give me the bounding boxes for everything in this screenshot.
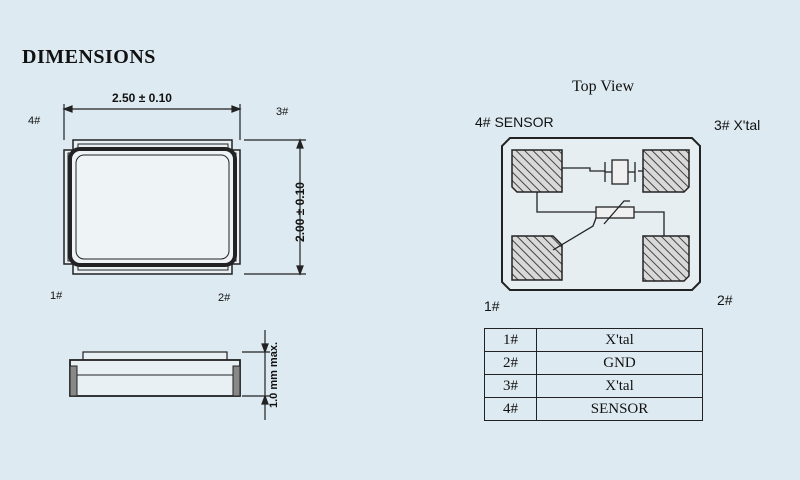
crystal-symbol xyxy=(604,159,636,185)
pin-table-row: 3#X'tal xyxy=(484,374,703,398)
internal-wiring xyxy=(536,167,665,251)
thermistor-symbol xyxy=(595,200,635,225)
pin-function-cell: X'tal xyxy=(536,374,703,398)
corner-label-1: 1# xyxy=(50,290,63,302)
top-view-pin-4-label: 4# SENSOR xyxy=(475,114,554,130)
corner-label-3: 3# xyxy=(276,106,289,118)
width-dimension xyxy=(62,104,242,140)
pin-function-cell: X'tal xyxy=(536,328,703,352)
package-outline xyxy=(63,139,241,275)
corner-label-2: 2# xyxy=(218,292,231,304)
pad-1 xyxy=(511,235,563,281)
pin-table-row: 1#X'tal xyxy=(484,328,703,352)
pin-number-cell: 1# xyxy=(484,328,537,352)
top-view-pin-1-label: 1# xyxy=(484,298,500,314)
corner-label-4: 4# xyxy=(28,115,41,127)
top-view-pin-2-label: 2# xyxy=(717,292,733,308)
pin-function-cell: GND xyxy=(536,351,703,375)
top-view-title: Top View xyxy=(572,78,635,95)
page-title: DIMENSIONS xyxy=(22,46,156,68)
pin-number-cell: 4# xyxy=(484,397,537,421)
thickness-dimension xyxy=(242,330,270,420)
top-view-pads xyxy=(511,149,690,282)
pin-function-cell: SENSOR xyxy=(536,397,703,421)
pad-4 xyxy=(511,149,563,193)
pin-table-row: 4#SENSOR xyxy=(484,397,703,421)
pin-table-row: 2#GND xyxy=(484,351,703,375)
pin-number-cell: 2# xyxy=(484,351,537,375)
pad-3 xyxy=(642,149,690,193)
width-dimension-label: 2.50 ± 0.10 xyxy=(112,91,172,105)
height-dimension xyxy=(244,138,306,276)
pad-2 xyxy=(642,235,690,282)
top-view-pin-3-label: 3# X'tal xyxy=(714,117,761,133)
pin-number-cell: 3# xyxy=(484,374,537,398)
package-side-view xyxy=(69,351,241,397)
